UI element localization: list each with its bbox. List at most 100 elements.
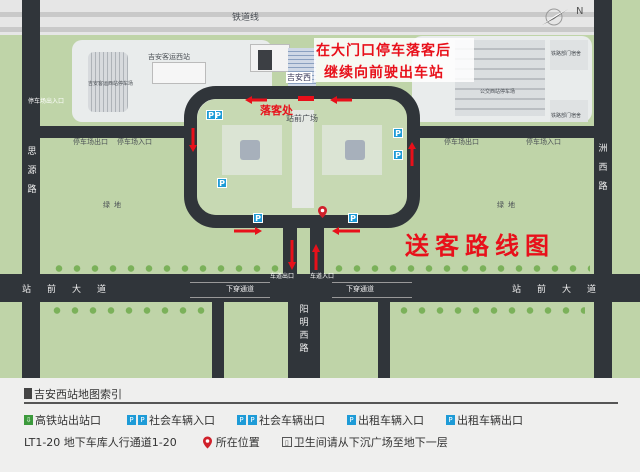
dorm-label: 铁路部门宿舍 xyxy=(551,51,582,57)
char: 站 xyxy=(512,285,538,295)
dropoff-label: 落客处 xyxy=(260,104,293,117)
instruction-line-1: 在大门口停车落客后 xyxy=(316,43,451,59)
tree-row xyxy=(395,307,585,314)
legend-row-2: LT1-20 地下车库人行通道1-20 所在位置 ▯卫生间请从下沉广场至地下一层 xyxy=(24,434,468,450)
char: 道 xyxy=(587,285,613,295)
railway-track xyxy=(0,27,640,32)
bus-parking-lot xyxy=(88,52,128,112)
parking-exit-left: 停车场出口 xyxy=(73,138,108,146)
green-area-label: 绿地 xyxy=(103,201,125,209)
char: 明 xyxy=(299,318,309,328)
char: 路 xyxy=(27,185,37,195)
route-arrow-right xyxy=(234,220,262,239)
underpass-label: 下穿通道 xyxy=(226,285,254,293)
legend-title-text: 吉安西站地图索引 xyxy=(34,388,122,401)
underpass-left xyxy=(190,282,270,298)
char: 路 xyxy=(299,344,309,354)
legend-label: 出租车辆入口 xyxy=(358,414,424,427)
entrance-lane-road xyxy=(310,215,324,275)
char: 前 xyxy=(47,285,73,295)
legend-divider xyxy=(24,402,618,404)
station-map: 铁道线 N 吉安客运西站 吉安客运西站停车场 公交西站停车场 铁路部门宿舍 铁路… xyxy=(0,0,640,378)
compass-north-label: N xyxy=(576,6,584,17)
char: 洲 xyxy=(598,144,608,154)
yangming-road xyxy=(288,274,320,378)
dorm-label: 铁路部门宿舍 xyxy=(551,113,582,119)
parking-road-right xyxy=(414,126,612,138)
char: 阳 xyxy=(299,305,309,315)
legend-item: ⇩高铁站出站口 xyxy=(24,412,101,428)
bus-parking-label: 吉安客运西站停车场 xyxy=(88,81,134,87)
plaza-label: 站前广场 xyxy=(286,114,318,123)
char: 西 xyxy=(598,163,608,173)
legend-item: 所在位置 xyxy=(202,434,260,450)
underpass-label: 下穿通道 xyxy=(346,285,374,293)
legend-label: 所在位置 xyxy=(215,436,260,449)
social-parking-entry-icon: P xyxy=(138,415,147,425)
plaza-center xyxy=(292,110,314,208)
route-arrow-left xyxy=(330,89,352,108)
char: 源 xyxy=(27,166,37,176)
parking-icon: P xyxy=(348,213,358,223)
social-parking-exit-icon: P xyxy=(248,415,257,425)
station-building-core xyxy=(258,50,272,70)
parking-icon: P xyxy=(253,213,263,223)
green-area-label: 绿地 xyxy=(497,201,519,209)
side-road xyxy=(378,274,390,378)
instruction-line-2: 继续向前驶出车站 xyxy=(324,65,444,81)
parking-exit-right: 停车场出口 xyxy=(444,138,479,146)
instruction-callout xyxy=(314,38,474,82)
social-parking-entry-icon: P xyxy=(127,415,136,425)
parking-entrance-right: 停车场入口 xyxy=(526,138,561,146)
exit-icon: ⇩ xyxy=(24,415,33,425)
social-parking-exit-icon: P xyxy=(237,415,246,425)
dorm-building xyxy=(550,100,588,122)
route-arrow-down xyxy=(189,128,197,156)
zhanqian-avenue xyxy=(0,274,640,302)
char: 大 xyxy=(72,285,98,295)
route-arrow-down xyxy=(288,240,296,274)
zhouxi-road-name: 洲西路 xyxy=(598,140,608,197)
restroom-icon: ▯ xyxy=(281,437,292,447)
legend-label: 出租车辆出口 xyxy=(457,414,523,427)
location-pin-icon xyxy=(202,436,212,449)
legend-item: ▯卫生间请从下沉广场至地下一层 xyxy=(281,434,448,450)
railway-track xyxy=(0,12,640,17)
bus-station-building xyxy=(152,62,206,84)
taxi-entry-icon: P xyxy=(347,415,356,425)
parking-icon: P xyxy=(393,150,403,160)
legend-label: 社会车辆入口 xyxy=(149,414,215,427)
fountain-right xyxy=(345,140,365,160)
tree-row xyxy=(330,265,590,272)
zhanqian-road-name-left: 站前大道 xyxy=(22,282,122,295)
yangming-road-name: 阳明西路 xyxy=(299,304,309,356)
tree-row xyxy=(48,307,208,314)
route-arrow-left xyxy=(332,220,360,239)
green-strip-right xyxy=(612,0,640,378)
legend-item: LT1-20 地下车库人行通道1-20 xyxy=(24,434,177,450)
char: 道 xyxy=(97,285,123,295)
char: 大 xyxy=(562,285,588,295)
dorm-building xyxy=(550,40,588,70)
fountain-left xyxy=(240,140,260,160)
railway-label: 铁道线 xyxy=(232,13,260,23)
lane-entrance-label: 车道入口 xyxy=(310,273,335,280)
parking-icon: P xyxy=(393,128,403,138)
route-arrow-left xyxy=(245,89,267,108)
lane-exit-label: 车道出口 xyxy=(270,273,295,280)
compass-icon xyxy=(540,5,570,29)
parking-road-left xyxy=(22,126,202,138)
public-bus-parking-label: 公交西站停车场 xyxy=(480,89,516,95)
tree-row xyxy=(50,265,280,272)
legend-label: 卫生间请从下沉广场至地下一层 xyxy=(293,436,448,449)
parking-side-entrance: 停车场出入口 xyxy=(28,98,65,105)
char: 站 xyxy=(22,285,48,295)
parking-entrance-left: 停车场入口 xyxy=(117,138,152,146)
route-arrow-up xyxy=(312,244,320,274)
char: 路 xyxy=(598,182,608,192)
